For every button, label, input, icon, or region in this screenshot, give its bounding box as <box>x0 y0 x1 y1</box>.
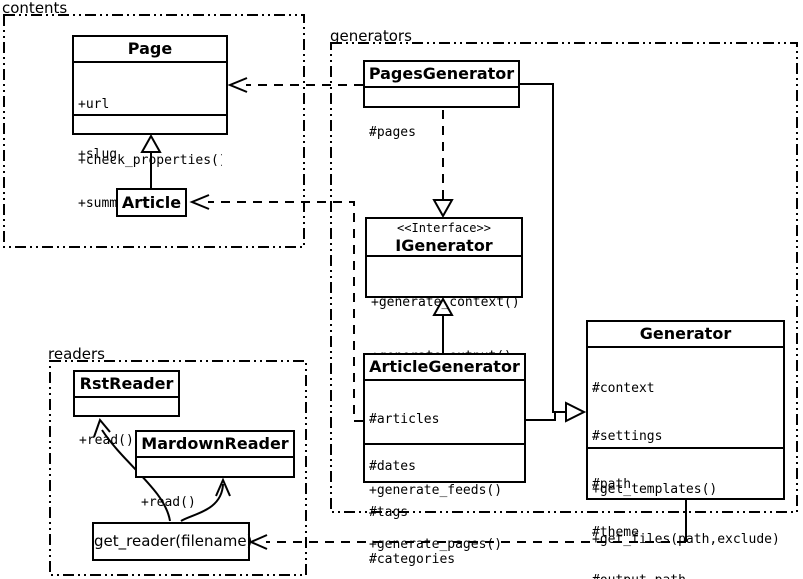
class-articlegenerator: ArticleGenerator #articles #dates #tags … <box>363 353 526 567</box>
class-generator: Generator #context #settings #path #them… <box>586 320 785 579</box>
class-igenerator-methods: +generate_context() +generate_output() <box>371 295 517 364</box>
class-generator-attributes: #context #settings #path #theme #output_… <box>592 381 686 579</box>
class-page-attributes: +url +slug +summary <box>78 97 141 211</box>
article-to-page-inheritance-arrow <box>140 133 162 188</box>
class-article-title: Article <box>121 193 182 212</box>
class-igenerator-title: IGenerator <box>395 236 493 255</box>
class-rstreader-title: RstReader <box>75 372 178 398</box>
class-pagesgenerator-title: PagesGenerator <box>365 62 518 88</box>
class-articlegenerator-methods: +generate_feeds() +generate_pages() <box>365 443 524 552</box>
getreader-function-box: get_reader(filename) <box>92 522 253 561</box>
class-page-title: Page <box>74 37 226 63</box>
class-generator-methods: +get_templates() +get_files(path,exclude… <box>588 447 783 547</box>
class-page-methods: +check_properties() <box>74 114 226 168</box>
class-mardownreader: MardownReader +read() <box>135 430 295 510</box>
class-igenerator: <<Interface>> IGenerator +generate_conte… <box>365 217 523 364</box>
class-mardownreader-title: MardownReader <box>137 432 293 458</box>
generators-to-generator-inheritance-arrow <box>520 83 587 423</box>
getreader-function-label: get_reader(filename) <box>94 532 253 550</box>
class-article: Article <box>116 188 187 217</box>
articlegenerator-to-igenerator-inheritance-arrow <box>432 296 454 353</box>
class-igenerator-header: <<Interface>> IGenerator <box>367 219 521 257</box>
contents-package-border <box>3 14 305 248</box>
class-igenerator-stereotype: <<Interface>> <box>397 221 491 235</box>
class-generator-title: Generator <box>588 322 783 348</box>
class-pagesgenerator-attributes: #pages <box>369 125 416 140</box>
pagesgenerator-to-igenerator-realization-arrow <box>432 110 454 219</box>
class-articlegenerator-title: ArticleGenerator <box>365 355 524 381</box>
package-label-contents: contents <box>2 0 68 17</box>
class-page: Page +url +slug +summary +check_properti… <box>72 35 228 211</box>
class-rstreader: RstReader +read() <box>73 370 180 448</box>
class-articlegenerator-attributes: #articles #dates #tags #categories <box>369 412 456 567</box>
class-rstreader-methods: +read() <box>79 433 134 448</box>
articlegenerator-to-article-dependency-arrow <box>189 194 363 422</box>
generator-to-getreader-dependency-arrow <box>248 500 687 550</box>
getreader-to-mardownreader-arrow <box>180 477 231 522</box>
readers-package-border <box>49 360 307 576</box>
package-label-generators: generators <box>330 27 412 45</box>
class-mardownreader-methods: +read() <box>141 495 196 510</box>
generators-package-border <box>330 42 798 513</box>
pagesgenerator-to-page-dependency-arrow <box>227 77 363 93</box>
package-label-readers: readers <box>48 345 105 363</box>
class-pagesgenerator: PagesGenerator #pages <box>363 60 520 140</box>
